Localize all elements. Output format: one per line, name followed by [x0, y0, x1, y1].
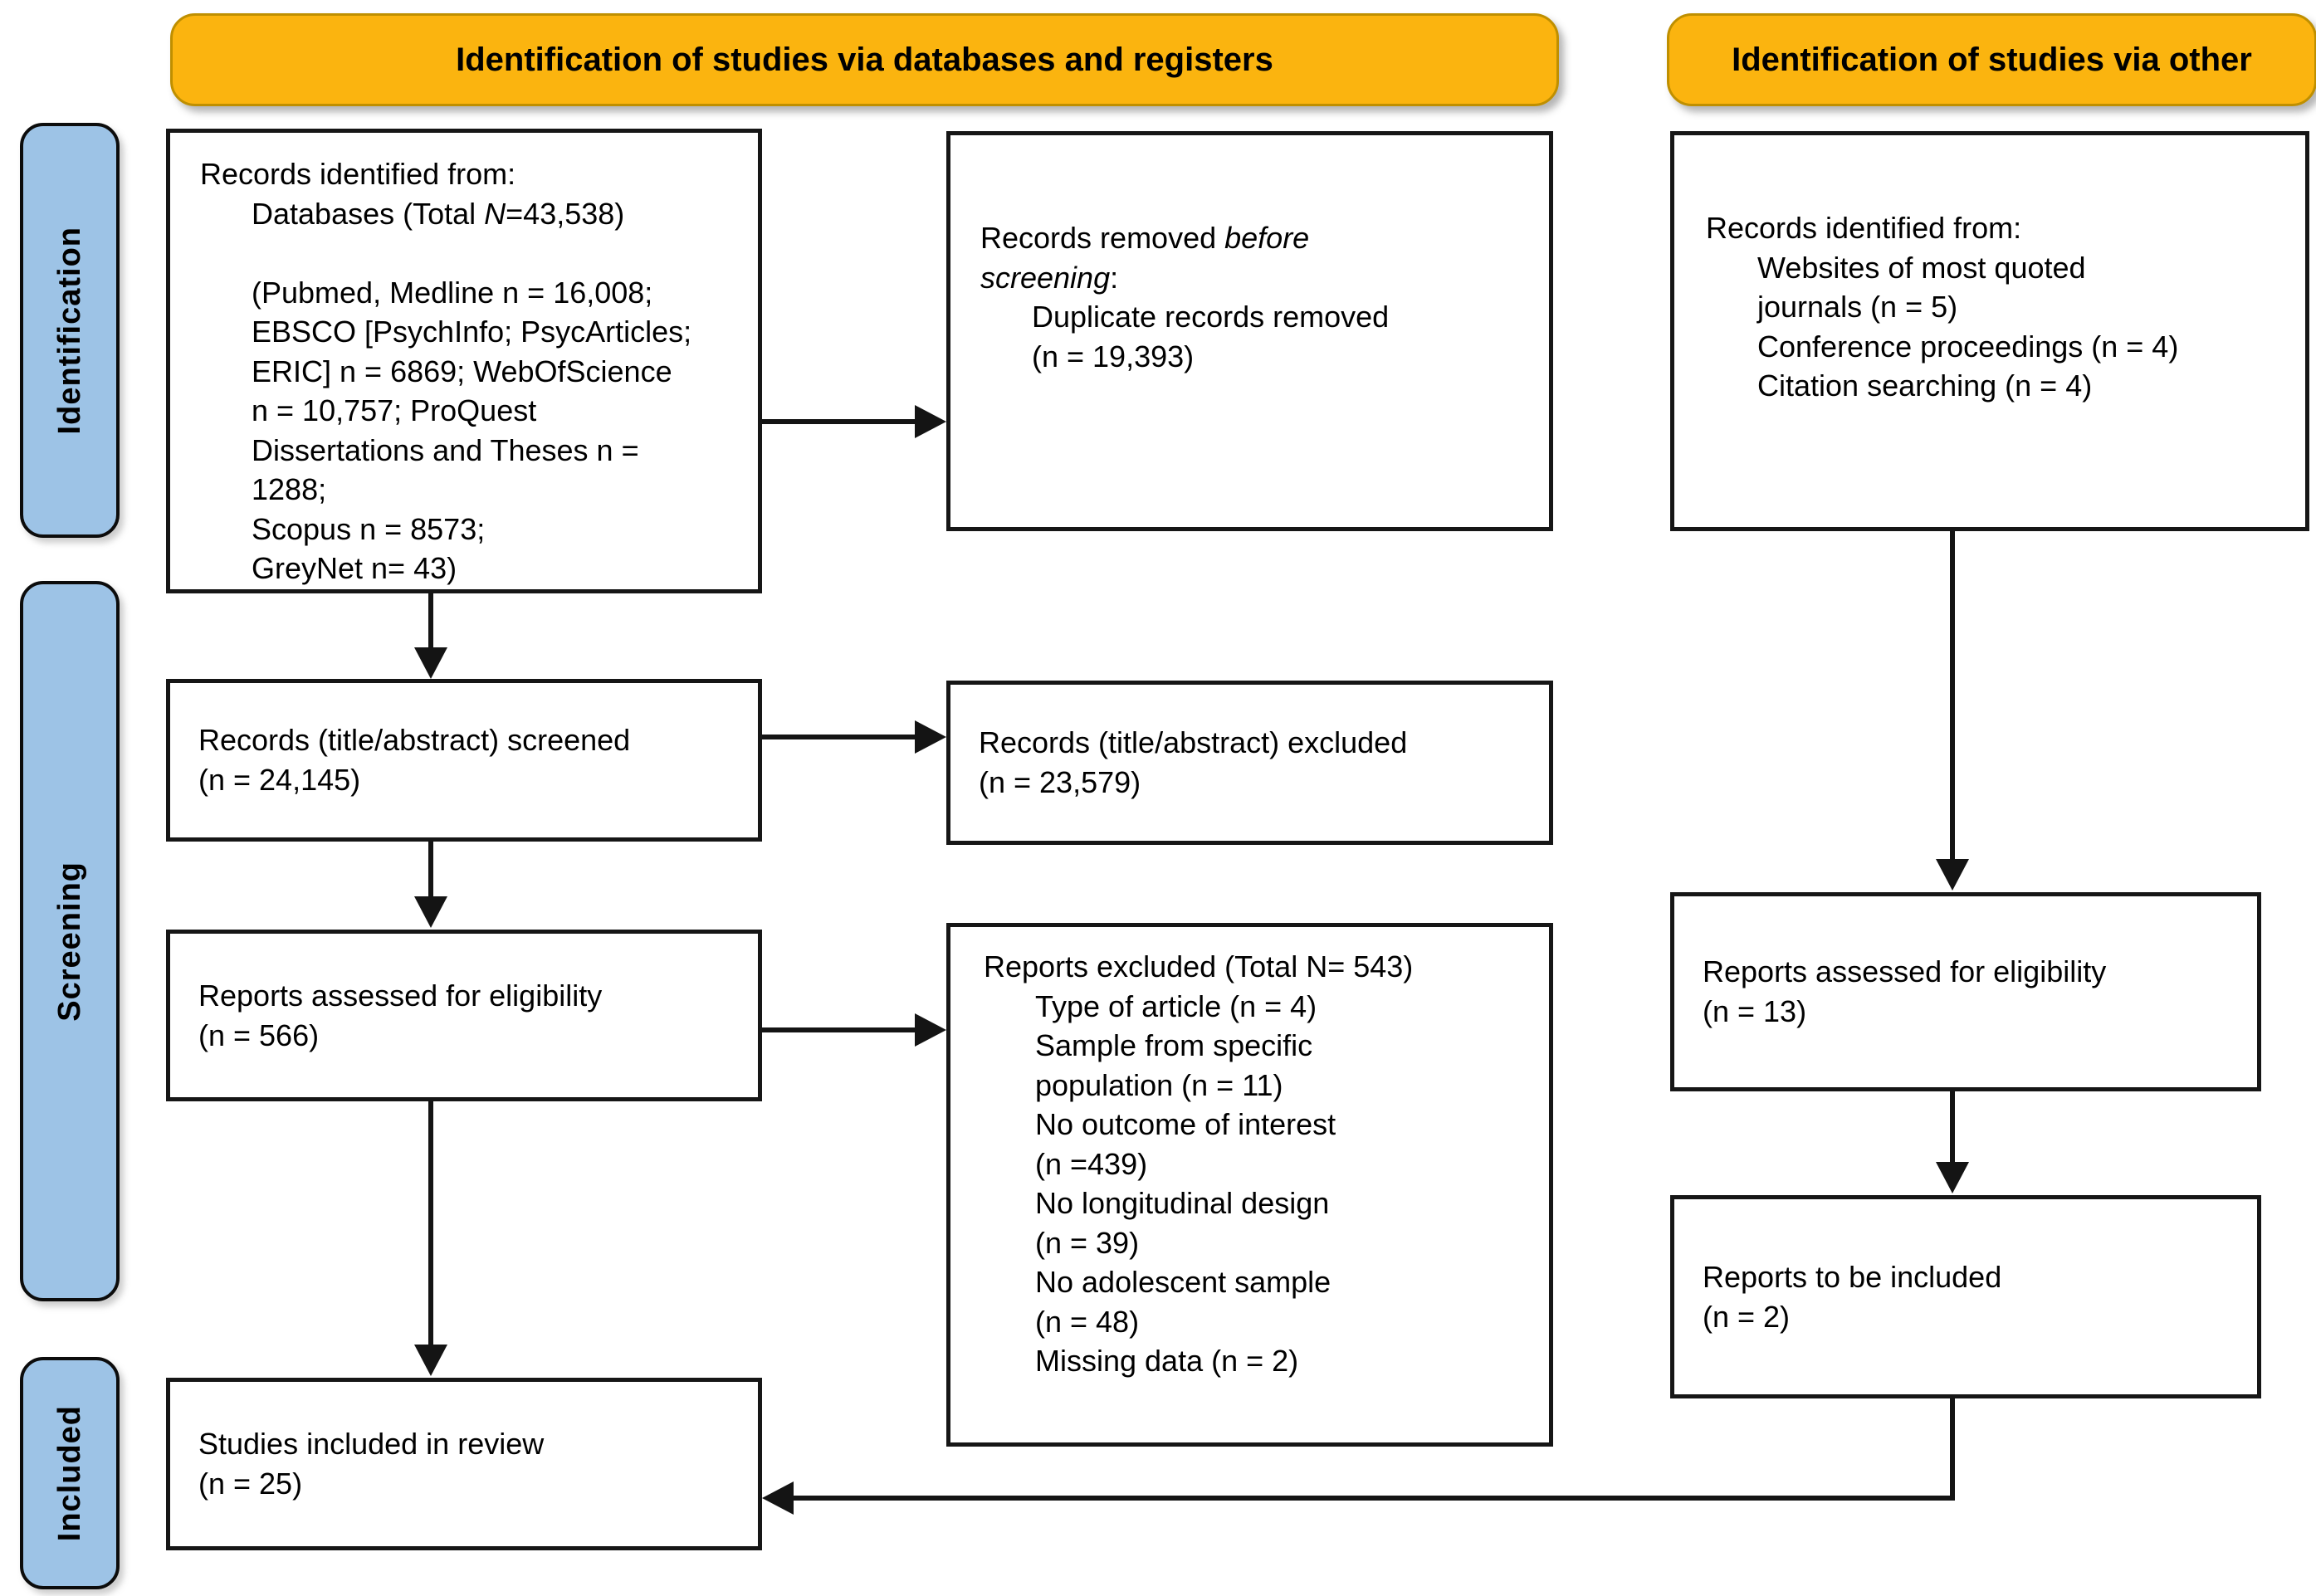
box-line: Dissertations and Theses n = — [252, 432, 639, 467]
box-line: (n = 19,393) — [1032, 339, 1195, 373]
box-records-identified-databases: Records identified from: Databases (Total… — [166, 129, 762, 593]
arrow-other-included-elbow-vertical — [1950, 1398, 1955, 1501]
box-line: screening: — [980, 260, 1119, 295]
box-reports-to-be-included: Reports to be included (n = 2) — [1670, 1195, 2261, 1398]
box-reports-assessed-eligibility: Reports assessed for eligibility (n = 566… — [166, 930, 762, 1101]
box-line: No longitudinal design — [1035, 1186, 1330, 1221]
arrow-identified-to-removed-head — [915, 405, 946, 438]
box-records-identified-other-text: Records identified from: Websites of most… — [1706, 208, 2290, 406]
box-line: (n = 39) — [1035, 1225, 1140, 1260]
box-line: Missing data (n = 2) — [1035, 1344, 1299, 1379]
box-line: Records removed before — [980, 221, 1310, 255]
arrow-other-included-to-review-head — [762, 1481, 794, 1515]
box-line: n = 10,757; ProQuest — [252, 393, 537, 428]
box-line: Reports assessed for eligibility — [198, 978, 603, 1013]
sidebar-label-identification: Identification — [20, 123, 120, 538]
box-line: (Pubmed, Medline n = 16,008; — [252, 275, 653, 310]
arrow-screened-to-excluded — [762, 735, 916, 739]
header-identification-databases-label: Identification of studies via databases … — [456, 41, 1273, 78]
box-line: GreyNet n= 43) — [252, 551, 457, 586]
box-line — [200, 233, 741, 273]
box-line: EBSCO [PsychInfo; PsycArticles; — [252, 315, 692, 349]
box-line: Studies included in review — [198, 1427, 545, 1462]
arrow-eligibility-to-included — [428, 1101, 433, 1346]
box-line: No adolescent sample — [1035, 1265, 1331, 1300]
sidebar-label-identification-text: Identification — [51, 226, 87, 435]
box-line: Records identified from: — [1706, 211, 2022, 245]
box-line: population (n = 11) — [1035, 1067, 1283, 1102]
arrow-other-included-elbow-horizontal — [794, 1496, 1955, 1501]
arrow-screened-to-eligibility — [428, 842, 433, 898]
sidebar-label-screening-text: Screening — [51, 861, 87, 1022]
box-records-screened-text: Records (title/abstract) screened (n = 24… — [198, 720, 758, 799]
box-records-screened: Records (title/abstract) screened (n = 24… — [166, 679, 762, 842]
box-line: (n = 13) — [1703, 994, 1807, 1028]
box-line: Type of article (n = 4) — [1035, 988, 1317, 1023]
box-line: Records (title/abstract) excluded — [979, 725, 1408, 760]
sidebar-label-screening: Screening — [20, 581, 120, 1301]
box-line: Conference proceedings (n = 4) — [1757, 329, 2179, 364]
arrow-identified-to-screened — [428, 593, 433, 649]
arrow-other-eligibility-to-included-head — [1936, 1162, 1969, 1193]
box-line: (n = 25) — [198, 1467, 303, 1501]
box-line: No outcome of interest — [1035, 1107, 1336, 1142]
box-line: ERIC] n = 6869; WebOfScience — [252, 354, 672, 388]
arrow-identified-to-screened-head — [414, 647, 447, 679]
box-line: (n =439) — [1035, 1146, 1148, 1181]
sidebar-label-included: Included — [20, 1357, 120, 1589]
box-reports-assessed-eligibility-other: Reports assessed for eligibility (n = 13) — [1670, 892, 2261, 1091]
box-line: Databases (Total N=43,538) — [252, 196, 625, 231]
box-line: Websites of most quoted — [1757, 250, 2086, 285]
box-reports-excluded-text: Reports excluded (Total N= 543) Type of a… — [984, 947, 1534, 1381]
box-line: Duplicate records removed — [1032, 300, 1390, 334]
box-records-identified-databases-text: Records identified from: Databases (Total… — [200, 154, 741, 588]
arrow-eligibility-to-reports-excluded — [762, 1027, 916, 1032]
box-line: Reports assessed for eligibility — [1703, 954, 2107, 989]
arrow-identified-to-removed — [762, 419, 916, 424]
arrow-eligibility-to-included-head — [414, 1345, 447, 1376]
box-line: Reports excluded (Total N= 543) — [984, 949, 1414, 983]
arrow-other-identified-to-eligibility — [1950, 531, 1955, 861]
box-studies-included-review: Studies included in review (n = 25) — [166, 1378, 762, 1550]
box-reports-assessed-eligibility-other-text: Reports assessed for eligibility (n = 13) — [1703, 952, 2257, 1031]
arrow-screened-to-excluded-head — [915, 720, 946, 754]
box-records-excluded: Records (title/abstract) excluded (n = 23… — [946, 681, 1553, 845]
arrow-screened-to-eligibility-head — [414, 896, 447, 928]
box-line: Citation searching (n = 4) — [1757, 368, 2093, 403]
sidebar-label-included-text: Included — [51, 1404, 87, 1542]
box-records-excluded-text: Records (title/abstract) excluded (n = 23… — [979, 723, 1549, 802]
box-line: 1288; — [252, 472, 327, 507]
box-line: Records identified from: — [200, 157, 516, 191]
arrow-other-eligibility-to-included — [1950, 1091, 1955, 1164]
box-studies-included-review-text: Studies included in review (n = 25) — [198, 1424, 758, 1503]
box-records-removed-before-screening-text: Records removed before screening: Duplicat… — [980, 218, 1532, 376]
header-identification-databases: Identification of studies via databases … — [170, 13, 1559, 106]
box-line: (n = 24,145) — [198, 763, 361, 797]
box-line: Reports to be included — [1703, 1259, 2002, 1294]
box-line: (n = 23,579) — [979, 765, 1141, 799]
box-line: Scopus n = 8573; — [252, 511, 486, 546]
header-identification-other-label: Identification of studies via other — [1732, 41, 2252, 78]
box-line: journals (n = 5) — [1757, 290, 1958, 325]
arrow-other-identified-to-eligibility-head — [1936, 859, 1969, 891]
box-reports-excluded: Reports excluded (Total N= 543) Type of a… — [946, 923, 1553, 1447]
arrow-eligibility-to-reports-excluded-head — [915, 1013, 946, 1047]
box-line: (n = 2) — [1703, 1299, 1791, 1334]
box-line: (n = 48) — [1035, 1304, 1140, 1339]
box-reports-to-be-included-text: Reports to be included (n = 2) — [1703, 1257, 2257, 1336]
box-records-identified-other: Records identified from: Websites of most… — [1670, 131, 2309, 531]
box-line: Records (title/abstract) screened — [198, 723, 631, 758]
box-line: Sample from specific — [1035, 1028, 1313, 1063]
box-records-removed-before-screening: Records removed before screening: Duplicat… — [946, 131, 1553, 531]
box-reports-assessed-eligibility-text: Reports assessed for eligibility (n = 566… — [198, 976, 758, 1055]
header-identification-other: Identification of studies via other — [1667, 13, 2316, 106]
box-line: (n = 566) — [198, 1018, 320, 1052]
